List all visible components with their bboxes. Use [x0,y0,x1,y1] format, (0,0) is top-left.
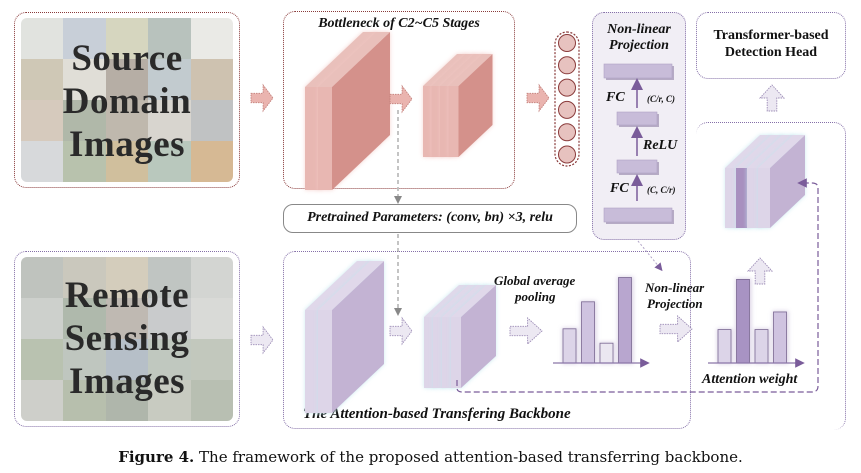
figure-caption-text: The framework of the proposed attention-… [194,448,743,466]
remote-image-tile [21,339,64,380]
source-image-mosaic [21,18,233,182]
proj-label-line-2: Projection [647,296,703,311]
gap-label-line-1: Global average [494,273,576,288]
source-image-tile [105,18,149,59]
source-image-tile [21,100,64,141]
remote-image-tile [105,380,149,421]
source-image-tile [63,100,106,141]
remote-image-mosaic [21,257,233,421]
source-image-tile [105,141,149,182]
remote-image-tile [190,380,233,421]
detection-head-title-line-2: Detection Head [724,45,818,60]
source-image-tile [190,18,233,59]
remote-image-tile [63,380,106,421]
nonlinear-title-line-2: Projection [609,38,669,53]
remote-image-tile [190,257,233,298]
source-image-tile [21,18,64,59]
remote-image-tile [105,257,149,298]
source-image-tile [148,59,191,100]
figure-caption-prefix: Figure 4. [118,448,195,466]
pretrained-parameters-label: Pretrained Parameters: (conv, bn) ×3, re… [307,210,553,225]
source-image-tile [21,141,64,182]
neuron-circle [558,78,576,97]
source-image-tile [105,100,149,141]
remote-image-tile [148,257,191,298]
output-feature-panel [696,122,846,430]
figure-caption: Figure 4. The framework of the proposed … [0,448,861,466]
source-image-tile [148,18,191,59]
remote-title-line-2: Sensing [64,318,190,359]
fc-top-label: FC [606,90,625,105]
source-image-tile [148,141,191,182]
remote-image-tile [148,339,191,380]
bottleneck-title: Bottleneck of C2~C5 Stages [318,16,480,31]
remote-image-tile [148,298,191,339]
remote-image-tile [21,298,64,339]
source-title-line-1: Source [71,38,183,79]
source-image-tile [21,59,64,100]
neuron-circle [558,34,576,52]
remote-title-line-3: Images [68,361,186,402]
arrow-right-purple [250,325,274,355]
source-title-line-3: Images [68,124,186,165]
remote-image-tile [105,339,149,380]
arrow-up-purple [758,84,786,112]
detection-head-title-line-1: Transformer-based [713,28,829,43]
proj-label-line-1: Non-linear [645,280,705,295]
remote-image-tile [190,339,233,380]
neuron-circle [558,100,576,119]
remote-title-line-1: Remote [64,275,190,316]
source-title-line-2: Domain [62,81,192,122]
source-image-tile [105,59,149,100]
neuron-vector-outline [554,31,580,167]
remote-image-tile [63,298,106,339]
neuron-circle [558,123,576,142]
nonlinear-title-line-1: Non-linear [607,22,671,37]
remote-image-tile [190,298,233,339]
remote-image-tile [21,257,64,298]
neuron-circle [558,56,576,75]
remote-image-tile [105,298,149,339]
attention-backbone-panel [283,251,691,429]
neuron-vector [554,31,580,167]
source-image-tile [63,18,106,59]
source-image-tile [63,59,106,100]
source-image-tile [190,59,233,100]
remote-sensing-panel: Remote Sensing Images [14,251,240,427]
fc-top-dims: (C/r, C) [647,94,676,104]
relu-label: ReLU [643,138,678,153]
source-image-tile [190,100,233,141]
arrow-right-red [250,83,274,113]
backbone-title: The Attention-based Transfering Backbone [303,406,571,422]
neuron-circle [558,145,576,164]
remote-image-tile [63,339,106,380]
source-image-tile [63,141,106,182]
source-image-tile [190,141,233,182]
fc-bottom-dims: (C, C/r) [647,185,676,195]
arrow-right-red [526,83,550,113]
source-image-tile [148,100,191,141]
attention-weight-label: Attention weight [702,372,798,387]
fc-bottom-label: FC [610,181,629,196]
remote-image-tile [21,380,64,421]
source-domain-panel: Source Domain Images [14,12,240,188]
remote-image-tile [63,257,106,298]
remote-image-tile [148,380,191,421]
detection-head-panel [696,12,846,79]
bottleneck-panel [283,11,515,189]
gap-label-line-2: pooling [515,289,556,304]
